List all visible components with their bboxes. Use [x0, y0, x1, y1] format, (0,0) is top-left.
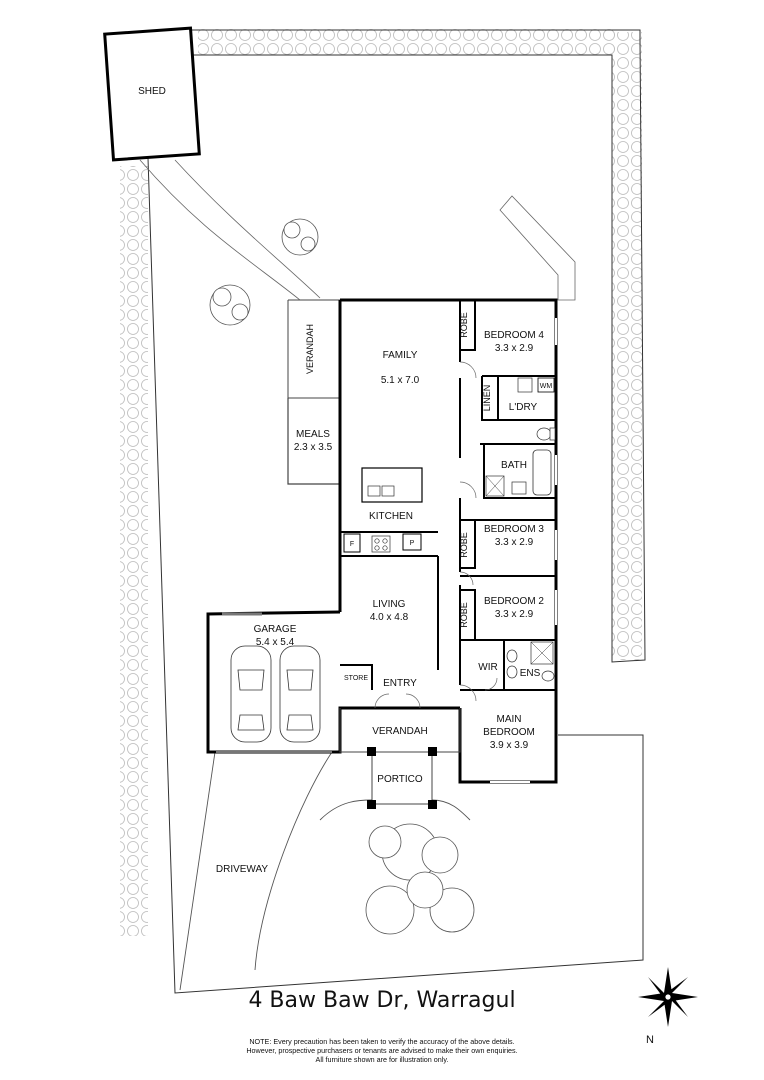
garden-path — [139, 159, 301, 301]
ensuite-toilet-icon — [506, 649, 555, 682]
bed4-label: BEDROOM 4 — [484, 330, 544, 341]
store-label: STORE — [344, 675, 368, 682]
north-label: N — [646, 1034, 654, 1046]
sink-icon — [367, 485, 395, 497]
side-verandah-label: VERANDAH — [305, 324, 315, 374]
note-line-3: All furniture shown are for illustration… — [315, 1055, 449, 1064]
main-bed-label-1: MAIN — [497, 714, 522, 725]
garage-size: 5.4 x 5.4 — [256, 637, 295, 648]
bed2-size: 3.3 x 2.9 — [495, 609, 534, 620]
property-boundary — [107, 29, 646, 994]
kitchen-label: KITCHEN — [369, 511, 413, 522]
bed3-size: 3.3 x 2.9 — [495, 537, 534, 548]
bathtub — [532, 449, 552, 496]
meals-window — [287, 398, 340, 485]
pantry — [402, 533, 422, 551]
family-size: 5.1 x 7.0 — [381, 375, 420, 386]
shed-label: SHED — [138, 86, 166, 97]
meals-size: 2.3 x 3.5 — [294, 442, 333, 453]
washing-machine — [537, 377, 555, 393]
pantry-label: P — [410, 540, 415, 547]
car-icon — [230, 645, 321, 743]
tree-icon — [209, 218, 475, 935]
shower-cross — [485, 475, 505, 497]
note-line-2: However, prospective purchasers or tenan… — [246, 1046, 518, 1055]
disclaimer-note: NOTE: Every precaution has been taken to… — [150, 1037, 614, 1064]
cooktop-icon — [371, 535, 391, 553]
living-size: 4.0 x 4.8 — [370, 612, 409, 623]
toilet-icon — [536, 427, 556, 441]
hedge-left — [120, 166, 148, 936]
portico-label: PORTICO — [377, 774, 423, 785]
bed4-size: 3.3 x 2.9 — [495, 343, 534, 354]
family-label: FAMILY — [383, 350, 418, 361]
door-swings — [374, 361, 498, 709]
fridge-bay — [343, 533, 361, 553]
kitchen-island — [361, 467, 423, 503]
portico-path — [319, 799, 471, 821]
linen-label: LINEN — [482, 385, 492, 412]
hedge-top — [198, 27, 616, 55]
portico-posts — [367, 747, 437, 809]
driveway-label: DRIVEWAY — [216, 864, 269, 875]
laundry-label: L'DRY — [509, 402, 538, 413]
ens-label: ENS — [520, 668, 541, 679]
driveway — [179, 751, 333, 991]
bed2-label: BEDROOM 2 — [484, 596, 544, 607]
wm-label: WM — [540, 383, 553, 390]
garden-path-2 — [174, 159, 321, 299]
main-bed-label-2: BEDROOM — [483, 727, 535, 738]
laundry-tub — [517, 377, 533, 393]
meals-label: MEALS — [296, 429, 330, 440]
fridge-label: F — [350, 541, 354, 548]
garage-label: GARAGE — [254, 624, 297, 635]
note-line-1: NOTE: Every precaution has been taken to… — [249, 1037, 515, 1046]
bath-vanity — [511, 481, 527, 495]
robe2-label: ROBE — [459, 602, 469, 628]
main-bed-size: 3.9 x 3.9 — [490, 740, 529, 751]
hedge-right — [612, 32, 642, 660]
shed — [103, 26, 201, 162]
north-compass-icon — [638, 967, 698, 1027]
bed3-label: BEDROOM 3 — [484, 524, 544, 535]
address-title: 4 Baw Baw Dr, Warragul — [248, 988, 516, 1013]
portico — [371, 751, 433, 805]
entry-label: ENTRY — [383, 678, 417, 689]
windows — [490, 318, 557, 783]
living-label: LIVING — [373, 599, 406, 610]
robe3-label: ROBE — [459, 532, 469, 558]
interior-walls — [340, 300, 556, 691]
ensuite-shower-cross — [530, 641, 554, 665]
robe4-label: ROBE — [459, 312, 469, 338]
front-verandah-label: VERANDAH — [372, 726, 428, 737]
bath-label: BATH — [501, 460, 527, 471]
rear-path — [499, 195, 576, 301]
wir-label: WIR — [478, 662, 497, 673]
